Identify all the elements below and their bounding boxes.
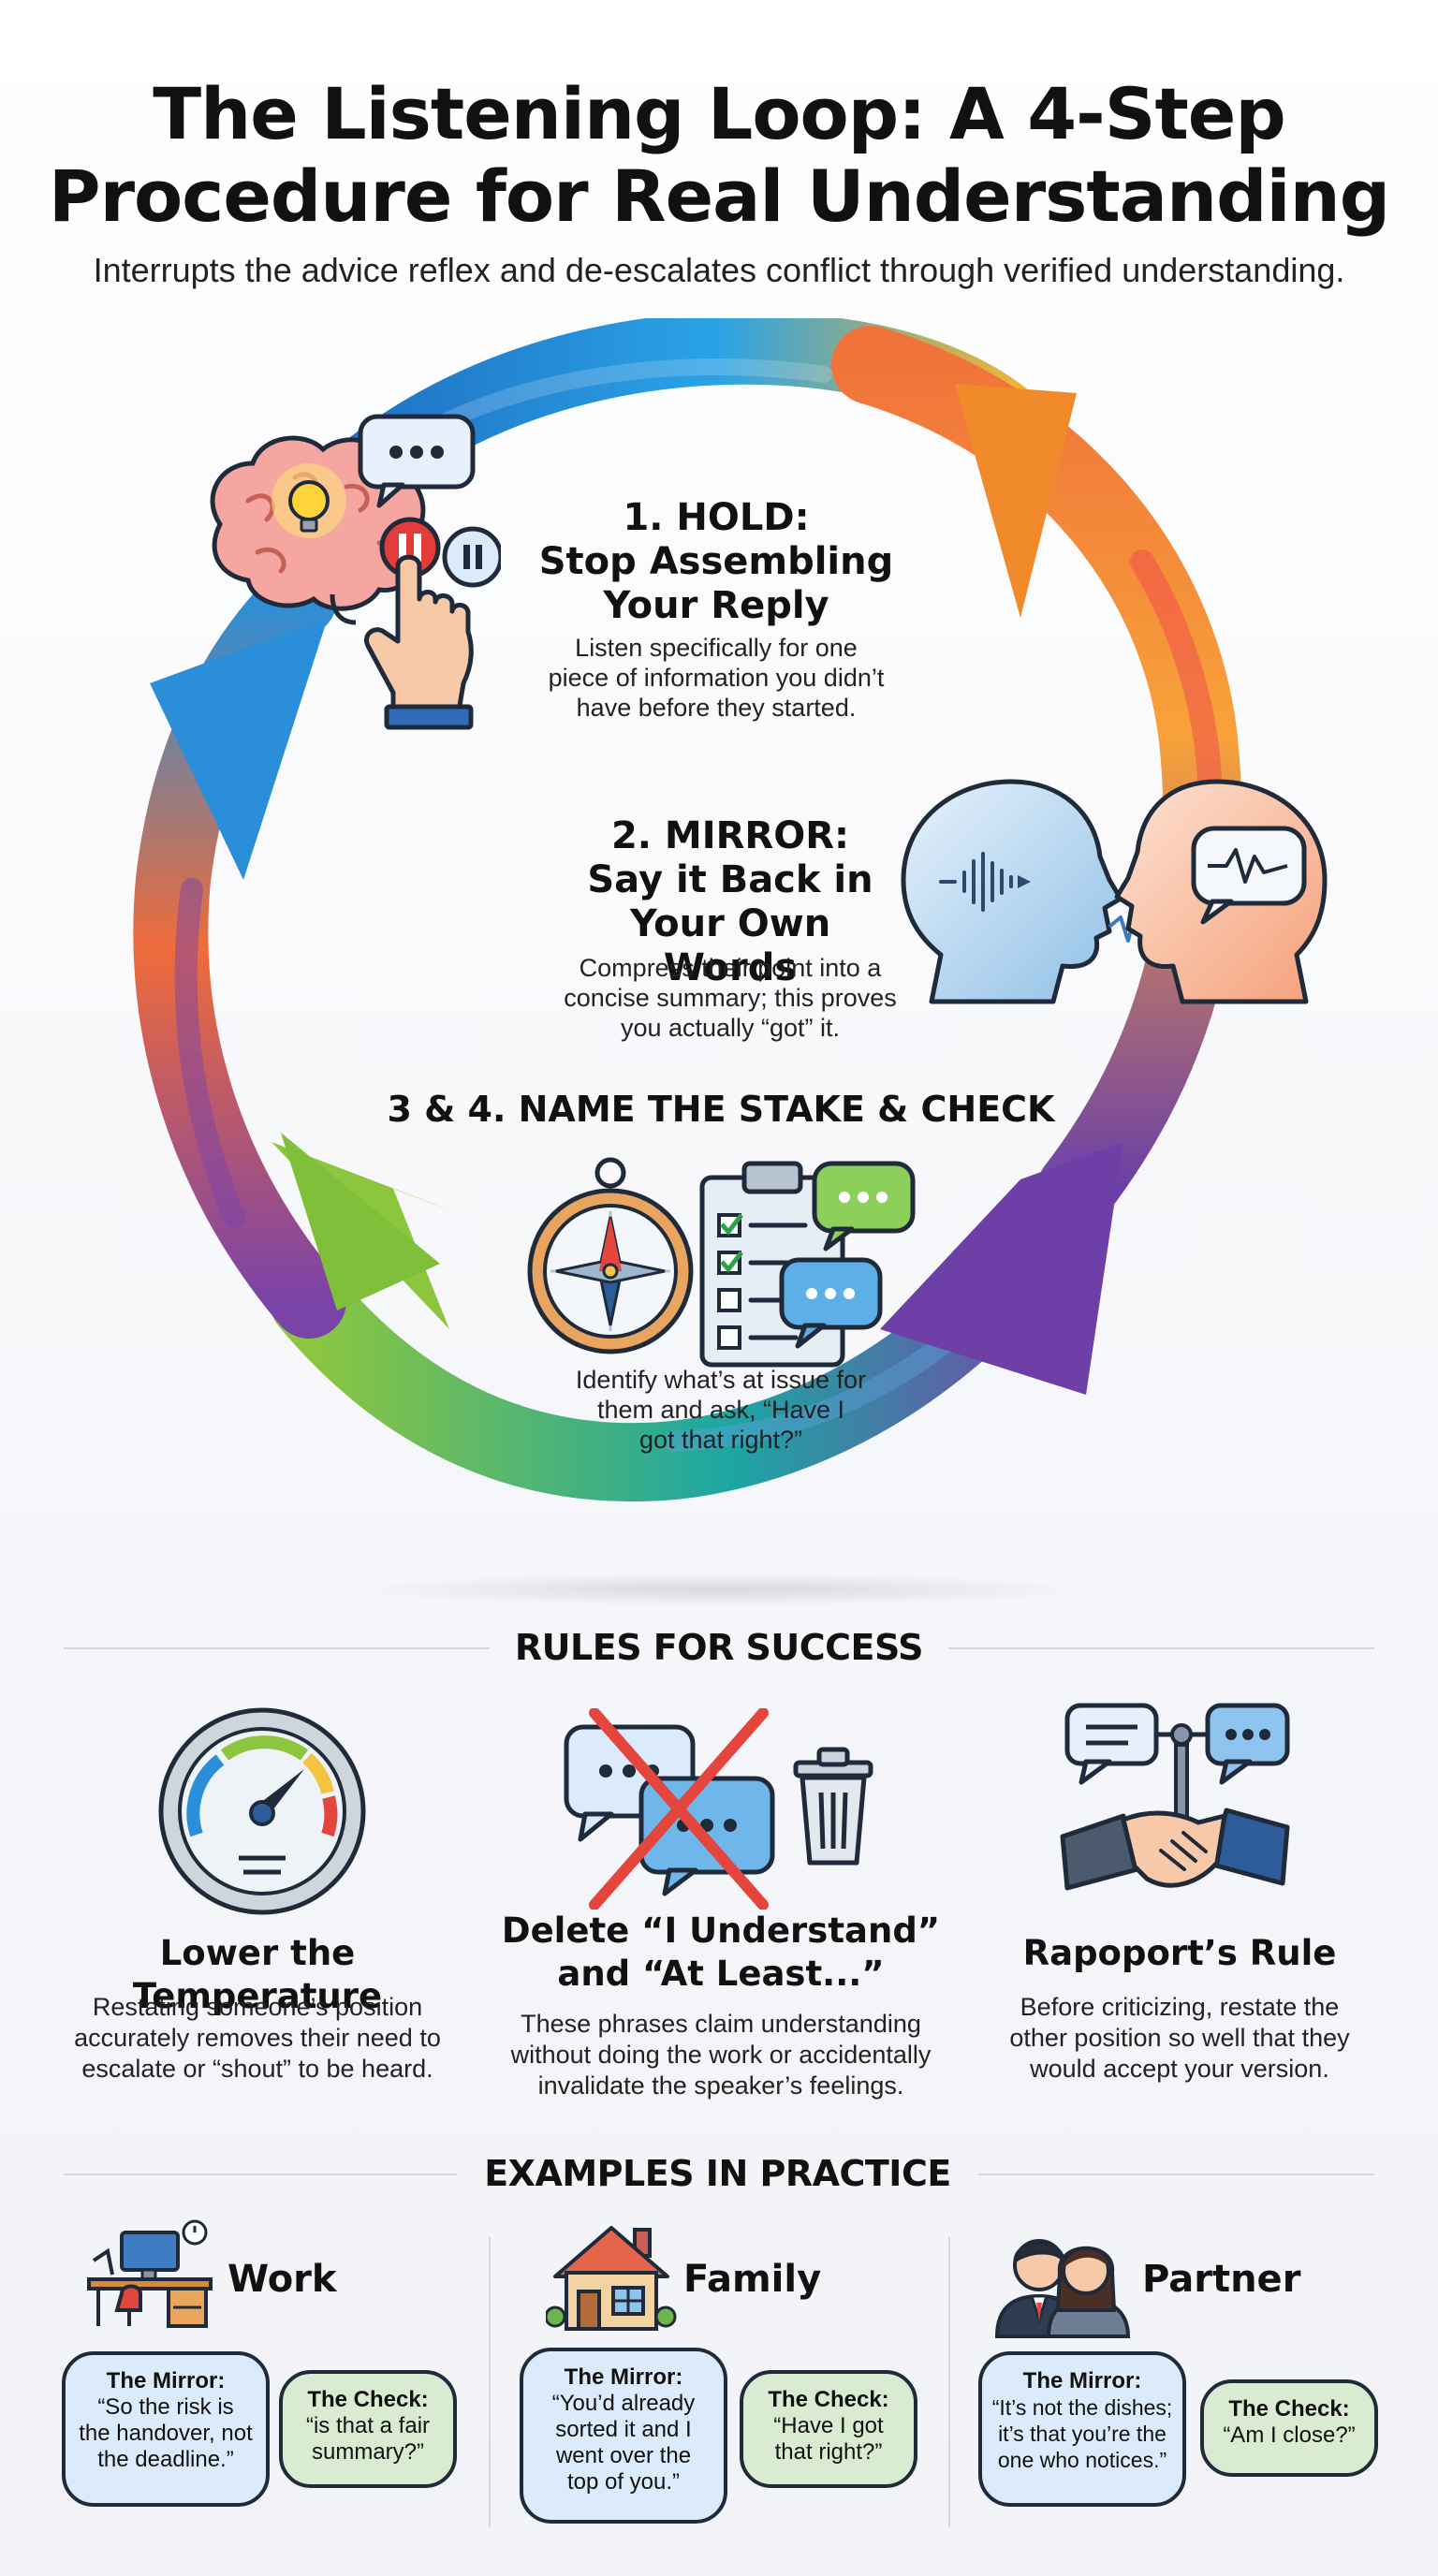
family-mirror-line4: top of you.” xyxy=(566,2469,681,2495)
step2-desc-line1: Compress their point into a xyxy=(579,954,882,982)
rule1-desc-line3: escalate or “shout” to be heard. xyxy=(81,2055,433,2083)
partner-mirror-line1: “It’s not the dishes; xyxy=(991,2395,1173,2420)
loop-shadow xyxy=(346,1573,1095,1606)
example-family-label: Family xyxy=(683,2258,822,2301)
rule2-title-line1: Delete “I Understand” xyxy=(501,1910,941,1951)
rule1-title: Lower the Temperature xyxy=(37,1932,477,2018)
step1-title-line2: Stop Assembling xyxy=(538,540,894,583)
work-mirror-line1: “So the risk is xyxy=(97,2394,234,2420)
rule2-description: These phrases claim understanding withou… xyxy=(487,2009,955,2101)
rule2-title: Delete “I Understand” and “At Least...” xyxy=(487,1910,955,1996)
example-work-label: Work xyxy=(227,2258,337,2301)
couple-icon xyxy=(994,2239,1131,2338)
examples-divider-1 xyxy=(489,2237,491,2527)
work-check-bubble: The Check: “is that a fair summary?” xyxy=(279,2370,457,2488)
example-partner-label: Partner xyxy=(1142,2258,1301,2301)
step1-title-line1: 1. HOLD: xyxy=(623,496,810,539)
examples-section-title: EXAMPLES IN PRACTICE xyxy=(484,2153,951,2194)
brain-lightbulb-pause-icon xyxy=(210,414,501,730)
examples-divider-2 xyxy=(948,2237,950,2527)
step2-desc-line2: concise summary; this proves xyxy=(564,984,897,1012)
step34-desc-line3: got that right?” xyxy=(638,1426,803,1454)
family-mirror-bubble: The Mirror: “You’d already sorted it and… xyxy=(520,2348,727,2524)
work-mirror-line3: the deadline.” xyxy=(97,2447,234,2472)
step1-desc-line2: piece of information you didn’t xyxy=(548,664,885,692)
partner-check-line1: “Am I close?” xyxy=(1223,2422,1356,2448)
rule1-description: Restating someone’s position accurately … xyxy=(37,1992,477,2085)
work-mirror-line2: the handover, not xyxy=(79,2421,253,2446)
rules-section-title: RULES FOR SUCCESS xyxy=(514,1627,924,1668)
step1-description: Listen specifically for one piece of inf… xyxy=(524,633,908,723)
page-subtitle: Interrupts the advice reflex and de-esca… xyxy=(93,251,1345,289)
partner-mirror-bubble: The Mirror: “It’s not the dishes; it’s t… xyxy=(978,2351,1186,2507)
rule1-desc-line2: accurately removes their need to xyxy=(74,2024,441,2052)
rule3-description: Before criticizing, restate the other po… xyxy=(964,1992,1395,2085)
step34-title: 3 & 4. NAME THE STAKE & CHECK xyxy=(387,1089,1055,1130)
house-icon xyxy=(546,2226,677,2331)
rule1-desc-line1: Restating someone’s position xyxy=(92,1993,423,2021)
step34-description: Identify what’s at issue for them and as… xyxy=(524,1365,917,1455)
rule3-title: Rapoport’s Rule xyxy=(964,1932,1395,1975)
page-title: The Listening Loop: A 4-Step Procedure f… xyxy=(0,73,1438,238)
family-check-line2: that right?” xyxy=(774,2439,883,2465)
step2-title-line3: Your Own Words xyxy=(629,902,831,989)
family-mirror-line2: sorted it and I xyxy=(555,2417,692,2442)
title-line-1: The Listening Loop: A 4-Step xyxy=(153,72,1286,155)
rule2-title-line2: and “At Least...” xyxy=(557,1954,885,1994)
step2-title: 2. MIRROR: Say it Back in Your Own Words xyxy=(562,814,899,990)
work-check-line1: “is that a fair xyxy=(305,2413,431,2438)
partner-mirror-line3: one who notices.” xyxy=(997,2448,1167,2472)
two-heads-talking-icon xyxy=(901,779,1328,1004)
family-mirror-line1: “You’d already xyxy=(551,2391,696,2416)
work-check-title: The Check: xyxy=(307,2387,429,2412)
rule2-desc-line3: invalidate the speaker’s feelings. xyxy=(537,2071,904,2100)
work-mirror-bubble: The Mirror: “So the risk is the handover… xyxy=(62,2351,270,2507)
handshake-balance-icon xyxy=(1060,1703,1290,1891)
compass-checklist-icon xyxy=(527,1157,916,1368)
partner-mirror-line2: it’s that you’re the xyxy=(998,2422,1167,2446)
title-line-2: Procedure for Real Understanding xyxy=(48,154,1390,238)
step2-description: Compress their point into a concise summ… xyxy=(562,953,899,1043)
examples-divider-right xyxy=(978,2174,1374,2175)
rule2-desc-line1: These phrases claim understanding xyxy=(521,2010,921,2038)
rule3-desc-line1: Before criticizing, restate the xyxy=(1020,1993,1340,2021)
rule3-desc-line3: would accept your version. xyxy=(1030,2055,1329,2083)
family-mirror-title: The Mirror: xyxy=(564,2364,683,2390)
loop-arrows xyxy=(133,318,1242,1502)
examples-divider-left xyxy=(64,2174,457,2175)
gauge-icon xyxy=(158,1707,366,1915)
family-mirror-line3: went over the xyxy=(555,2443,692,2468)
rules-divider-right xyxy=(948,1647,1374,1649)
step1-title: 1. HOLD: Stop Assembling Your Reply xyxy=(524,496,908,628)
partner-check-title: The Check: xyxy=(1228,2396,1350,2422)
partner-mirror-title: The Mirror: xyxy=(1022,2368,1142,2393)
rule3-desc-line2: other position so well that they xyxy=(1009,2024,1350,2052)
rule3-title-line1: Rapoport’s Rule xyxy=(1022,1933,1337,1973)
step2-title-line1: 2. MIRROR: xyxy=(610,814,850,857)
step1-desc-line3: have before they started. xyxy=(576,694,857,722)
partner-check-bubble: The Check: “Am I close?” xyxy=(1200,2379,1378,2477)
rule2-desc-line2: without doing the work or accidentally xyxy=(510,2041,932,2069)
step1-title-line3: Your Reply xyxy=(603,584,829,627)
crossed-speech-bubbles-trash-icon xyxy=(564,1708,873,1910)
work-mirror-title: The Mirror: xyxy=(106,2368,226,2393)
work-check-line2: summary?” xyxy=(311,2439,424,2465)
step34-desc-line1: Identify what’s at issue for xyxy=(575,1366,867,1394)
step1-desc-line1: Listen specifically for one xyxy=(575,634,858,662)
family-check-line1: “Have I got xyxy=(773,2413,884,2438)
desk-icon xyxy=(87,2219,213,2328)
step2-desc-line3: you actually “got” it. xyxy=(620,1014,841,1042)
step2-title-line2: Say it Back in xyxy=(587,858,873,901)
family-check-title: The Check: xyxy=(768,2387,889,2412)
family-check-bubble: The Check: “Have I got that right?” xyxy=(740,2370,917,2488)
step34-desc-line2: them and ask, “Have I xyxy=(596,1396,845,1424)
rule1-title-line1: Lower the Temperature xyxy=(132,1933,383,2016)
rules-divider-left xyxy=(64,1647,490,1649)
